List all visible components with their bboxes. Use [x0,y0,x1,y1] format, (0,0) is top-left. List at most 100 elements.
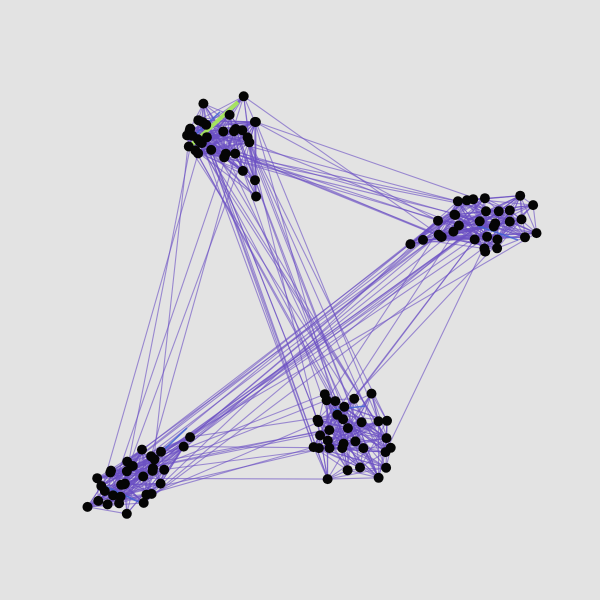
graph-node [332,409,343,420]
graph-node [229,126,239,137]
edge-inter-cluster [146,446,314,496]
edge-inter-cluster [385,223,496,453]
edge-inter-cluster [234,153,442,238]
edge-intra-cluster [361,421,386,453]
graph-node [312,414,323,425]
graph-node [198,98,209,109]
graph-node [452,196,463,207]
graph-node [115,491,126,502]
graph-node [116,479,127,490]
graph-node [319,389,330,400]
graph-node [138,497,149,508]
edge-intra-cluster [195,150,257,197]
graph-node [528,200,539,211]
edge-inter-cluster [247,137,388,422]
graph-node [322,474,333,485]
edge-inter-cluster [197,139,380,479]
edge-inter-cluster [97,477,328,480]
graph-node [515,190,526,201]
graph-node [82,501,93,512]
edge-intra-cluster [327,467,387,480]
graph-node [193,115,204,126]
graph-node [381,462,392,473]
graph-node [185,432,196,443]
graph-node [492,243,503,254]
edge-intra-cluster [210,96,245,151]
edge-inter-cluster [152,399,327,469]
graph-node [237,125,248,136]
edge-inter-cluster [97,153,199,502]
edge-inter-cluster [201,142,387,439]
edge-intra-cluster [378,437,388,478]
graph-node [108,490,119,501]
edge-inter-cluster [242,170,349,471]
graph-node [330,396,341,407]
edge-inter-cluster [98,443,344,502]
graph-node [230,148,241,159]
edge-intra-cluster [497,232,537,241]
graph-node [531,228,542,239]
graph-node [324,425,335,436]
graph-node [373,472,384,483]
edge-inter-cluster [195,149,496,224]
edge-inter-cluster [154,222,496,460]
graph-node [201,132,212,143]
edge-inter-cluster [189,130,442,238]
graph-node [156,446,166,457]
edge-intra-cluster [519,195,538,234]
graph-node [355,462,365,473]
graph-node [492,234,503,245]
graph-node [218,126,229,137]
graph-node [356,417,367,428]
graph-node [238,91,249,102]
graph-node [148,463,158,474]
edge-intra-cluster [359,420,388,468]
graph-node [366,388,377,399]
graph-node [106,465,116,476]
graph-node [242,132,253,143]
edge-intra-cluster [347,467,387,471]
edge-inter-cluster [150,130,243,457]
graph-node [149,454,160,465]
graph-node [146,488,157,499]
edge-inter-cluster [186,135,349,429]
edge-intra-cluster [472,198,526,238]
graph-node [315,430,326,441]
graph-node [121,466,132,477]
edge-intra-cluster [319,400,336,436]
edge-inter-cluster [100,214,456,487]
graph-node [418,234,428,245]
graph-node [405,239,416,250]
graph-node [251,191,262,202]
edge-inter-cluster [126,121,257,472]
graph-node [358,443,369,454]
graph-node [250,175,260,186]
graph-node [453,220,464,231]
edge-intra-cluster [509,210,526,238]
graph-node [382,415,392,426]
graph-node [493,206,504,217]
graph-node [194,136,205,147]
edge-inter-cluster [248,142,380,478]
edge-intra-cluster [347,469,379,479]
graph-node [92,473,103,484]
graph-node [93,495,104,506]
graph-node [504,205,515,216]
graph-node [481,206,491,217]
graph-node [504,216,515,227]
edge-inter-cluster [243,95,440,236]
graph-node [159,464,170,475]
edge-inter-cluster [255,121,380,422]
graph-node [516,214,527,225]
graph-node [308,442,319,453]
edge-inter-cluster [126,234,440,472]
edge-inter-cluster [100,220,439,487]
graph-node [474,216,485,227]
graph-node [250,117,261,127]
edge-inter-cluster [126,135,193,472]
graph-node [178,441,189,452]
graph-node [96,481,107,491]
graph-node [350,436,361,447]
graph-node [220,148,231,159]
edge-intra-cluster [327,440,379,479]
